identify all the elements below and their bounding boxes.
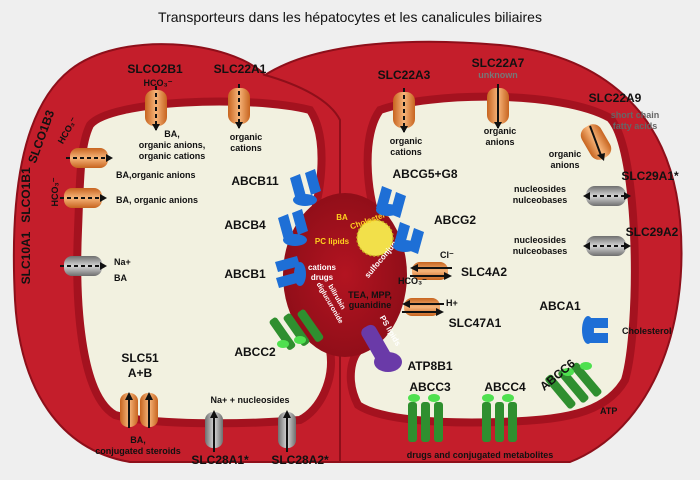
slc29a1-transporter xyxy=(583,186,631,206)
slco2b1-substrate-3: organic cations xyxy=(139,151,206,161)
slco1b1-transporter xyxy=(60,188,107,208)
slc4a2-label: SLC4A2 xyxy=(461,265,507,279)
slc22a1-label: SLC22A1 xyxy=(214,62,267,76)
abcg2-transporter xyxy=(393,222,424,254)
cholesterol-crystal xyxy=(356,219,394,257)
slco2b1-transporter xyxy=(145,86,167,131)
slc28-substrate: Na+ + nucleosides xyxy=(210,395,289,405)
abcc6-transporter xyxy=(545,362,602,409)
slco2b1-substrate-2: organic anions, xyxy=(139,140,206,150)
slc51-label: SLC51 xyxy=(121,351,159,365)
pc-lipids-label: PC lipids xyxy=(315,237,350,246)
slc29a1-substrate-1: nucleosides xyxy=(514,184,566,194)
abcg2-label: ABCG2 xyxy=(434,213,476,227)
slc4a2-transporter xyxy=(410,262,452,280)
slc28a1-label: SLC28A1* xyxy=(191,453,249,467)
slc47a1-substrate-2: guanidine xyxy=(349,300,392,310)
slc47a1-label: SLC47A1 xyxy=(449,316,502,330)
abcb4-label: ABCB4 xyxy=(224,218,266,232)
slc22a1-substrate-2: cations xyxy=(230,143,262,153)
slc22a3-transporter xyxy=(393,88,415,133)
slco2b1-label: SLCO2B1 xyxy=(127,62,183,76)
slc51-subunits: A+B xyxy=(128,366,153,380)
slc51-substrate-1: BA, xyxy=(130,435,146,445)
slc22a9-label: SLC22A9 xyxy=(589,91,642,105)
slc10a1-ion: Na+ xyxy=(114,257,131,267)
slc22a7-substrate-2: anions xyxy=(485,137,514,147)
slc22a3-label: SLC22A3 xyxy=(378,68,431,82)
abcb1-transporter xyxy=(275,256,306,288)
abca1-substrate: Cholesterol xyxy=(622,326,672,336)
cations-label: cations xyxy=(308,263,337,272)
slc22a7-label: SLC22A7 xyxy=(472,56,525,70)
slc22a3-substrate-1: organic xyxy=(390,136,423,146)
slc29a2-transporter xyxy=(583,236,631,256)
abcb4-transporter xyxy=(278,209,308,246)
atp8b1-transporter xyxy=(361,324,402,372)
slc22a9-substrate-2: anions xyxy=(550,160,579,170)
slc22a1-transporter xyxy=(228,84,250,129)
slc22a3-substrate-2: cations xyxy=(390,147,422,157)
slco2b1-substrate-1: BA, xyxy=(164,129,180,139)
abcc2-label: ABCC2 xyxy=(234,345,276,359)
abcb11-label: ABCB11 xyxy=(231,174,279,188)
atp8b1-label: ATP8B1 xyxy=(407,359,452,373)
slc4a2-ion-hco3: HCO₃⁻ xyxy=(398,276,427,286)
abcc4-label: ABCC4 xyxy=(484,380,526,394)
slco2b1-ion: HCO₃⁻ xyxy=(144,78,173,88)
slc10a1-transporter xyxy=(60,256,107,276)
abcb11-transporter xyxy=(290,169,321,206)
slc28a2-label: SLC28A2* xyxy=(271,453,329,467)
left-cytoplasm xyxy=(73,97,335,428)
slc10a1-label: SLC10A1 xyxy=(19,231,33,284)
slco1b3-transporter xyxy=(66,148,113,168)
slc29a2-substrate-2: nulceobases xyxy=(513,246,568,256)
slco1b1-ion: HCO₃⁻ xyxy=(50,177,60,206)
drugs-metabolites-label: drugs and conjugated metabolites xyxy=(407,450,554,460)
abca1-label: ABCA1 xyxy=(539,299,581,313)
slc22a7-transporter xyxy=(487,84,509,129)
slco1b3-substrate: BA,organic anions xyxy=(116,170,196,180)
slc29a2-substrate-1: nucleosides xyxy=(514,235,566,245)
ba-label: BA xyxy=(336,213,348,222)
slc22a7-unknown: unknown xyxy=(478,70,518,80)
abcg5-g8-transporter xyxy=(376,186,406,218)
slc29a1-label: SLC29A1* xyxy=(621,169,679,183)
slc28a2-transporter xyxy=(278,410,296,452)
slco1b1-substrate: BA, organic anions xyxy=(116,195,198,205)
abcc2-transporter xyxy=(269,309,324,350)
slc22a9-scfa-2: fatty acids xyxy=(613,121,658,131)
abca1-transporter xyxy=(582,316,608,344)
diagram-title: Transporteurs dans les hépatocytes et le… xyxy=(158,9,542,25)
abcb1-label: ABCB1 xyxy=(224,267,266,281)
slc29a1-substrate-2: nulceobases xyxy=(513,195,568,205)
abcc4-transporter xyxy=(482,394,517,442)
slc22a9-substrate-1: organic xyxy=(549,149,582,159)
slc29a2-label: SLC29A2 xyxy=(626,225,679,239)
slc51-transporter xyxy=(120,392,158,428)
slc22a1-substrate-1: organic xyxy=(230,132,263,142)
slc4a2-ion-cl: Cl⁻ xyxy=(440,250,454,260)
slco1b1-label: SLCO1B1 xyxy=(19,167,33,223)
slc51-substrate-2: conjugated steroids xyxy=(95,446,181,456)
abcc3-transporter xyxy=(408,394,443,442)
slc47a1-transporter xyxy=(402,298,444,316)
atp-label: ATP xyxy=(600,406,617,416)
abcg5-g8-label: ABCG5+G8 xyxy=(392,167,457,181)
slc22a9-transporter xyxy=(580,124,612,161)
slc10a1-substrate: BA xyxy=(114,273,127,283)
slc22a9-scfa-1: short chain xyxy=(611,110,660,120)
slc47a1-ion: H+ xyxy=(446,298,458,308)
slc28a1-transporter xyxy=(205,410,223,452)
abcc3-label: ABCC3 xyxy=(409,380,451,394)
slc22a7-substrate-1: organic xyxy=(484,126,517,136)
drugs-label: drugs xyxy=(311,273,334,282)
slc47a1-substrate-1: TEA, MPP, xyxy=(348,290,392,300)
